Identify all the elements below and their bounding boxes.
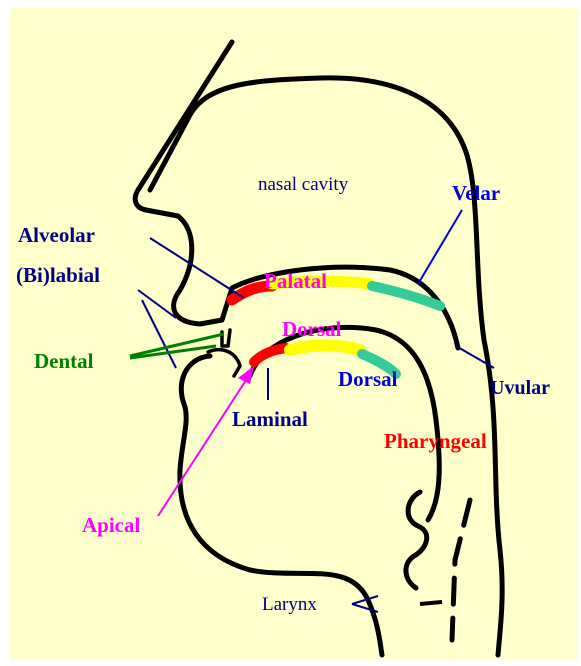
label-dorsal-lower: Dorsal — [338, 367, 398, 391]
larynx-short-mark — [420, 602, 442, 604]
label-dorsal-upper: Dorsal — [282, 317, 342, 341]
label-palatal: Palatal — [264, 269, 327, 293]
label-bilabial: (Bi)labial — [16, 263, 100, 287]
label-laminal: Laminal — [232, 407, 308, 431]
label-pharyngeal: Pharyngeal — [384, 429, 487, 453]
label-larynx: Larynx — [262, 594, 317, 615]
label-dental: Dental — [34, 349, 94, 373]
label-uvular: Uvular — [490, 377, 550, 399]
label-alveolar: Alveolar — [18, 223, 95, 247]
label-nasal-cavity: nasal cavity — [258, 174, 349, 195]
label-velar: Velar — [452, 181, 500, 205]
label-apical: Apical — [82, 513, 141, 537]
